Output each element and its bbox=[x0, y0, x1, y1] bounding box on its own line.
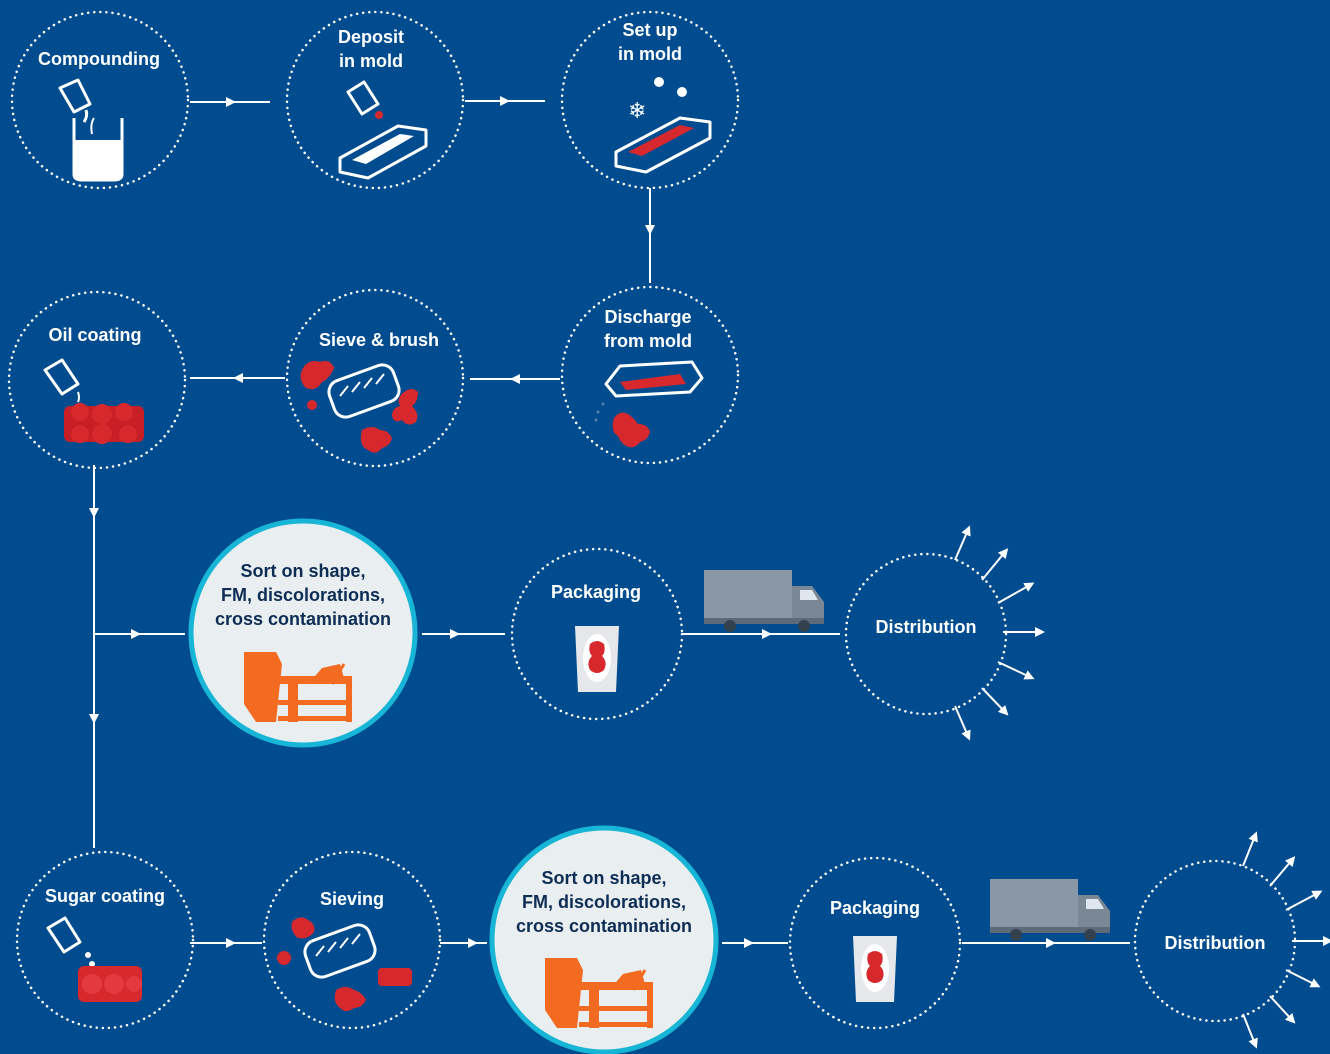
compounding-node bbox=[10, 10, 190, 190]
sugar-coating-label: Sugar coating bbox=[44, 886, 166, 906]
sorting-machine-icon bbox=[244, 652, 352, 722]
packaging-top-label: Packaging bbox=[550, 582, 642, 602]
setup-node bbox=[560, 10, 740, 190]
truck-icon bbox=[704, 570, 824, 632]
sieve-brush-icon bbox=[300, 360, 418, 453]
candy-bag-icon bbox=[575, 626, 619, 692]
packaging-top-node bbox=[510, 547, 684, 721]
discharge-label: Discharge from mold bbox=[604, 307, 692, 351]
pouring-beaker-icon bbox=[58, 78, 124, 182]
sort-bottom-label: Sort on shape, FM, discolorations, cross… bbox=[515, 868, 693, 936]
sort-bottom-node bbox=[489, 825, 719, 1054]
setup-mold-icon: ❄ bbox=[614, 77, 712, 174]
oil-coating-label: Oil coating bbox=[48, 325, 142, 345]
deposit-node bbox=[285, 10, 465, 190]
compounding-label: Compounding bbox=[38, 49, 160, 69]
sieving-icon bbox=[277, 917, 412, 1011]
distribution-top-label: Distribution bbox=[875, 617, 977, 637]
sieving-label: Sieving bbox=[319, 889, 385, 909]
sort-top-node bbox=[188, 518, 418, 748]
sieving-node bbox=[262, 850, 442, 1030]
sugar-coating-icon bbox=[46, 916, 142, 1002]
oil-coating-icon bbox=[43, 358, 144, 444]
distribution-bottom-arrows bbox=[1242, 831, 1330, 1049]
svg-text:❄: ❄ bbox=[628, 99, 646, 124]
distribution-bottom-label: Distribution bbox=[1164, 933, 1266, 953]
sugar-coating-node bbox=[15, 850, 195, 1030]
packaging-bottom-label: Packaging bbox=[829, 898, 921, 918]
oil-coating-node bbox=[7, 290, 187, 470]
deposit-label: Deposit in mold bbox=[337, 27, 405, 71]
sieve-brush-node bbox=[285, 288, 465, 468]
truck-icon bbox=[990, 879, 1110, 941]
flow-connectors bbox=[89, 96, 1130, 948]
distribution-top-arrows bbox=[954, 525, 1045, 741]
sorting-machine-icon bbox=[545, 958, 653, 1028]
discharge-mold-icon bbox=[594, 360, 704, 448]
discharge-node bbox=[560, 285, 740, 465]
packaging-bottom-node bbox=[788, 856, 962, 1030]
setup-label: Set up in mold bbox=[618, 20, 682, 64]
sieve-brush-label: Sieve & brush bbox=[318, 330, 440, 350]
distribution-top-node bbox=[844, 552, 1008, 716]
sort-top-label: Sort on shape, FM, discolorations, cross… bbox=[214, 561, 392, 629]
deposit-mold-icon bbox=[338, 80, 428, 180]
candy-bag-icon bbox=[853, 936, 897, 1002]
